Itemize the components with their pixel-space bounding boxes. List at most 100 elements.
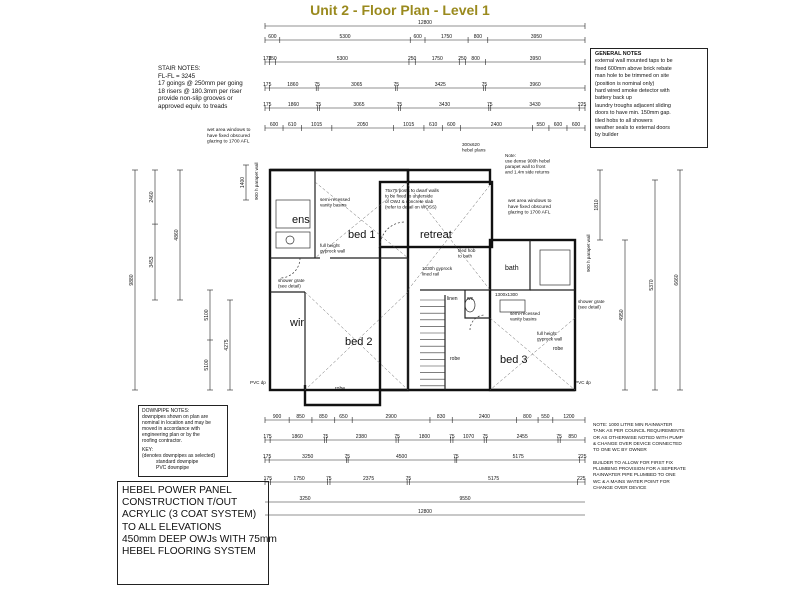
general-note-line: by builder: [595, 132, 619, 139]
top-dim-2-label: 5300: [337, 56, 348, 62]
bottom-dim-3-label: 4500: [396, 454, 407, 460]
top-dim-4-label: 225: [578, 102, 587, 108]
left-dim-d-label: 5100: [204, 309, 210, 320]
door-swing-1: [379, 221, 406, 248]
robe-bottom-wall: [303, 385, 382, 407]
bottom-dim-2-label: 75: [449, 434, 455, 440]
bottom-dim-2-label: 175: [263, 434, 272, 440]
top-dim-5-label: 610: [429, 122, 438, 128]
bottom-dim-1-label: 650: [339, 414, 348, 420]
room-bed2: bed 2: [345, 336, 373, 348]
rainwater-note-line: & CHANGE OVER DEVICE CONNECTED: [593, 440, 682, 446]
parapet-right-note: 900 h parapet wall: [586, 234, 591, 272]
top-dim-5-label: 600: [554, 122, 563, 128]
pvc-dp-note-left: PVC dp: [250, 380, 266, 385]
room-bath: bath: [505, 265, 519, 272]
downpipe-note-line: downpipes shown on plan are: [142, 414, 209, 421]
right-dim-a-label: 1810: [594, 199, 600, 210]
bottom-dim-1-label: 2400: [479, 414, 490, 420]
rainwater-note-line: TANK AS PER COUNCIL REQUIREMENTS: [593, 428, 685, 434]
general-note-line: external wall mounted taps to be: [595, 58, 673, 65]
rainwater-note-line: WC & A MAINS WATER POINT FOR: [593, 478, 670, 484]
top-dim-3-label: 1860: [287, 82, 298, 88]
dimension-lines: [132, 23, 683, 516]
top-dim-4-label: 75: [487, 102, 493, 108]
general-note-line: laundry troughs adjacent sliding: [595, 102, 671, 109]
left-dim-a-label: 3453: [149, 256, 155, 267]
bottom-dim-4-label: 225: [577, 476, 586, 482]
general-note-line: hard wired smoke detector with: [595, 88, 670, 95]
shower-grate-note-2: shower grate(see detail): [578, 299, 605, 310]
ensuite-fixtures: [275, 199, 571, 331]
bottom-dim-4-label: 75: [326, 476, 332, 482]
downpipe-key-line: PVC downpipe: [156, 464, 190, 471]
downpipe-key-line: standard downpipe: [156, 458, 199, 465]
top-dim-5-label: 1015: [311, 122, 322, 128]
general-note-line: (position is nominal only): [595, 80, 655, 87]
interior-walls: [270, 170, 575, 390]
top-dim-1-label: 5300: [339, 34, 350, 40]
bottom-dim-2-label: 1800: [419, 434, 430, 440]
top-dim-5-label: 600: [447, 122, 456, 128]
overall-width-label: 12800: [418, 20, 432, 26]
top-dim-3-label: 75: [393, 82, 399, 88]
bottom-dim-3-label: 75: [344, 454, 350, 460]
downpipe-key-heading: KEY:: [142, 446, 154, 453]
stair-treads: [420, 299, 445, 387]
bottom-9550-label: 9550: [459, 496, 470, 502]
room-labels: ens bed 1 retreat wir bed 2 bed 3 bath r…: [289, 214, 563, 392]
top-dim-4-label: 3065: [353, 102, 364, 108]
downpipe-notes: DOWNPIPE NOTES: downpipes shown on plan …: [138, 405, 228, 477]
left-dim-d-label: 5100: [204, 359, 210, 370]
pvc-dp-note-right: PVC dp: [575, 380, 591, 385]
bottom-12800-label: 12800: [418, 509, 432, 515]
top-dim-4-label: 1860: [288, 102, 299, 108]
bottom-dim-4-label: 5175: [488, 476, 499, 482]
top-dim-5-label: 600: [270, 122, 279, 128]
hebel-line: 450mm DEEP OWJs WITH 75mm: [122, 533, 277, 545]
bottom-dim-1-label: 800: [523, 414, 532, 420]
ens-shower: [275, 199, 311, 229]
room-robe-left: robe: [335, 386, 345, 392]
top-dim-2-label: 250: [268, 56, 277, 62]
hebel-line: ACRYLIC (3 COAT SYSTEM): [122, 509, 257, 521]
walls: [268, 168, 577, 407]
room-retreat: retreat: [420, 229, 452, 241]
general-notes-heading: GENERAL NOTES: [595, 51, 642, 57]
bottom-dim-2-label: 75: [556, 434, 562, 440]
rainwater-note-line: OR AS OTHERWISE NOTED WITH PUMP: [593, 434, 683, 440]
bottom-dim-2-label: 75: [394, 434, 400, 440]
top-dim-2-label: 3950: [530, 56, 541, 62]
hebel-line: HEBEL FLOORING SYSTEM: [122, 546, 256, 558]
bottom-3250-label: 3250: [299, 496, 310, 502]
plan-title: Unit 2 - Floor Plan - Level 1: [310, 2, 490, 18]
bottom-dim-4-label: 75: [406, 476, 412, 482]
top-dim-3-label: 75: [482, 82, 488, 88]
rainwater-note: NOTE: 1000 LITRE MIN RAINWATER TANK AS P…: [590, 420, 708, 498]
stair-notes: STAIR NOTES: FL-FL = 3245 17 goings @ 25…: [155, 63, 247, 125]
bottom-dim-2-label: 75: [323, 434, 329, 440]
general-note-line: battery back up: [595, 95, 632, 102]
stair-note-line: provide non-slip grooves or: [158, 95, 233, 103]
bottom-dim-2-label: 2380: [356, 434, 367, 440]
room-ens: ens: [292, 214, 310, 226]
top-dim-3-label: 175: [263, 82, 272, 88]
top-dim-2-label: 250: [408, 56, 417, 62]
rainwater-note-line: PLUMBING PROVISION FOR A SEPERATE: [593, 466, 686, 472]
bottom-dim-3-label: 225: [578, 454, 587, 460]
stair-note-line: 18 risers @ 180.3mm per riser: [158, 87, 242, 95]
hebel-line: TO ALL ELEVATIONS: [122, 521, 222, 533]
downpipe-note-line: nominal in location and may be: [142, 420, 211, 427]
hebel-construction-note: HEBEL POWER PANEL CONSTRUCTION T/OUT ACR…: [117, 481, 277, 585]
top-dim-1-label: 800: [474, 34, 483, 40]
